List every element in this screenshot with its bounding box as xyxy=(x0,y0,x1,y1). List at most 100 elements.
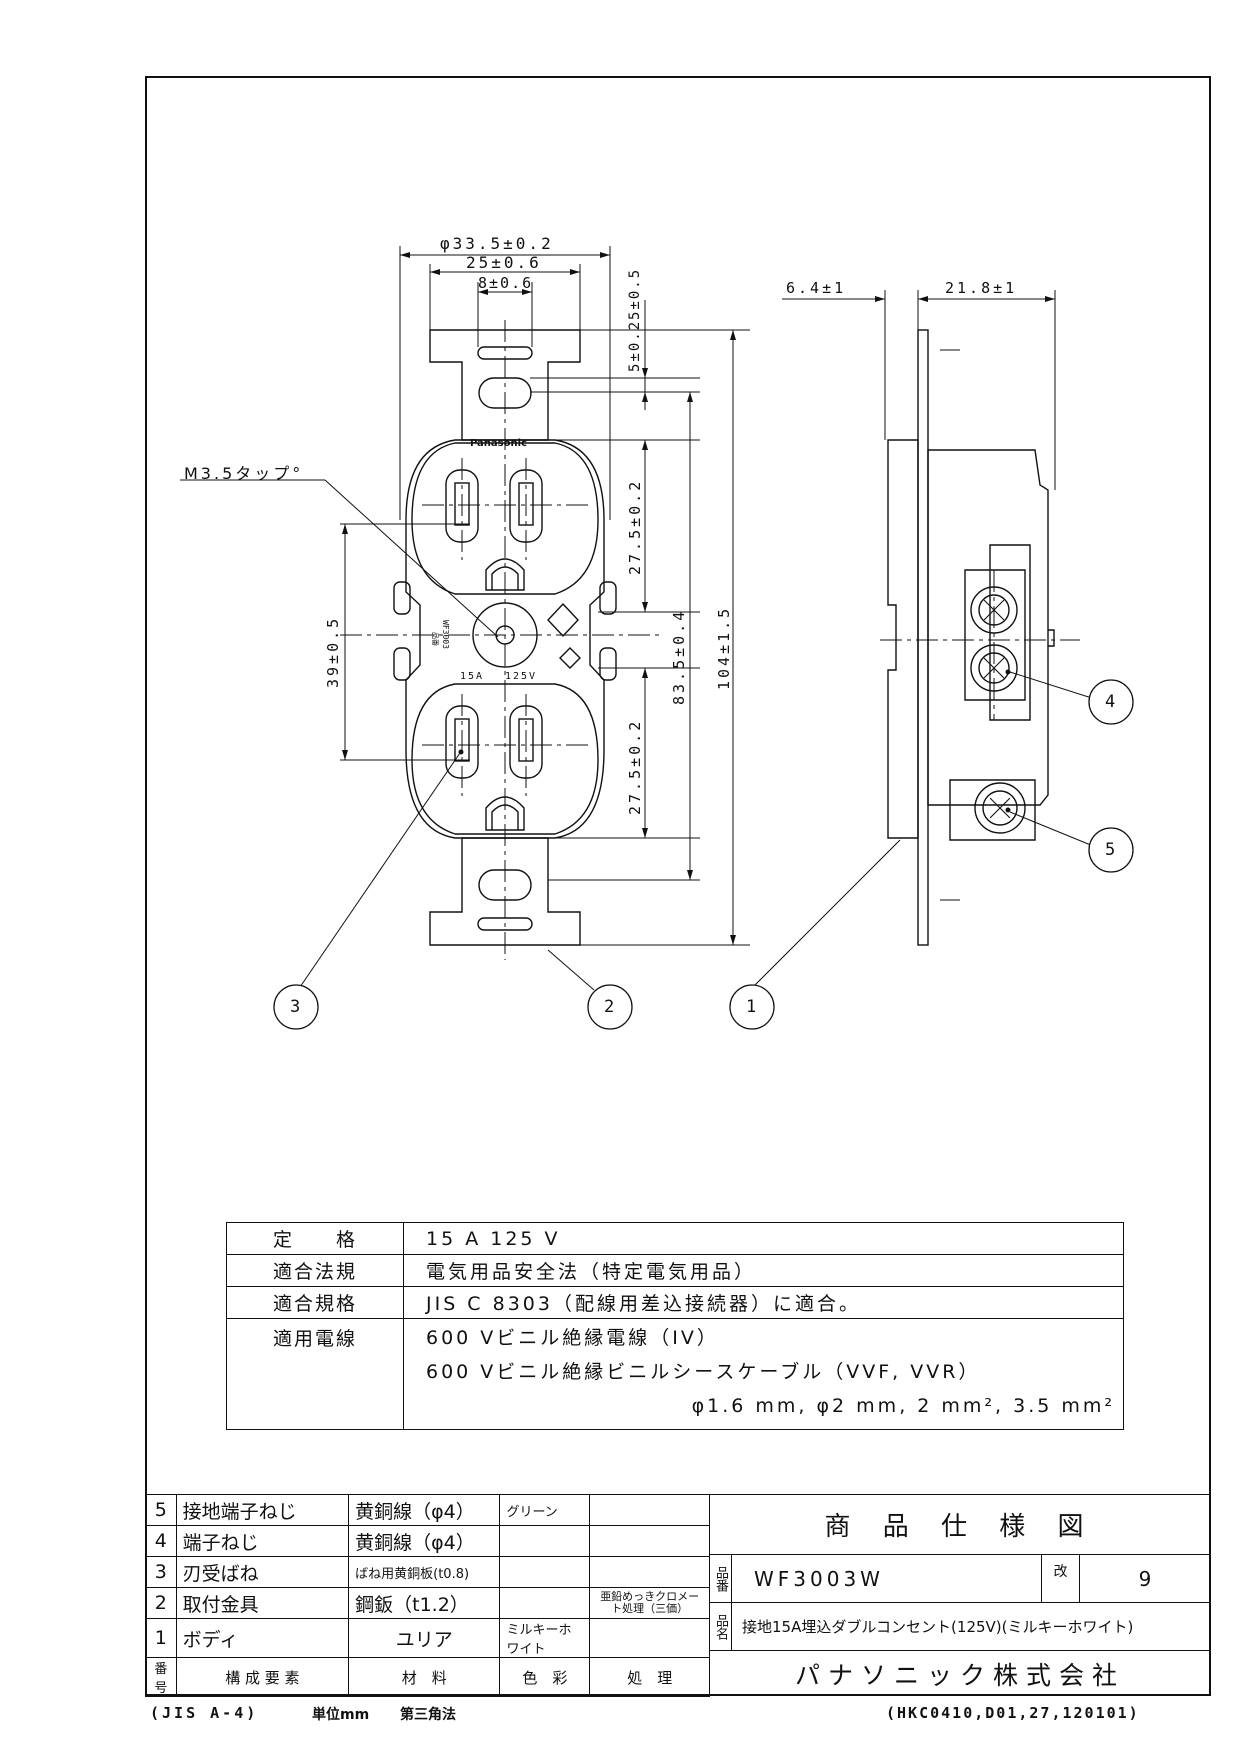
callout-5: 5 xyxy=(1105,840,1116,860)
hinmei-row: 品名 接地15A埋込ダブルコンセント(125V)(ミルキーホワイト) xyxy=(710,1603,1210,1651)
dim-mid-width: 25±0.6 xyxy=(466,253,542,272)
rating-volt: 125V xyxy=(505,671,538,682)
part-name: ボディ xyxy=(175,1618,350,1658)
footer-paper: (JIS A-4) xyxy=(150,1704,259,1722)
spec-value: 15 A 125 V xyxy=(403,1222,1124,1255)
spec-row: 定 格 15 A 125 V xyxy=(226,1222,1124,1255)
part-color: グリーン xyxy=(499,1494,591,1526)
dim-side-left: 6.4±1 xyxy=(786,279,847,297)
part-treatment xyxy=(589,1525,710,1557)
callout-4-circle xyxy=(1088,679,1134,725)
part-material: ばね用黄銅板(t0.8) xyxy=(348,1556,501,1588)
spec-row: 適用電線 600 Vビニル絶縁電線（IV） 600 Vビニル絶縁ビニルシースケー… xyxy=(226,1318,1124,1430)
header-color: 色 彩 xyxy=(499,1657,591,1697)
dim-side-right: 21.8±1 xyxy=(945,279,1018,297)
footer-projection: 第三角法 xyxy=(400,1707,456,1723)
part-treatment xyxy=(589,1556,710,1588)
parts-header-row: 番号 構 成 要 素 材 料 色 彩 処 理 xyxy=(145,1657,710,1697)
upper-ground xyxy=(485,558,525,591)
company-name: パナソニック株式会社 xyxy=(794,1661,1125,1690)
hinban-label: 品番 xyxy=(710,1555,732,1602)
part-material: 鋼鈑（t1.2） xyxy=(348,1587,501,1619)
upper-face xyxy=(411,442,599,595)
side-ground-screw xyxy=(974,782,1026,834)
hinban-row: 品番 WF3003W 改 9 xyxy=(710,1555,1210,1603)
spec-key: 適合規格 xyxy=(226,1286,404,1319)
spec-row: 適合規格 JIS C 8303（配線用差込接続器）に適合。 xyxy=(226,1286,1124,1319)
dim-face-lower: 27.5±0.2 xyxy=(626,718,644,815)
part-color xyxy=(499,1587,591,1619)
part-name: 端子ねじ xyxy=(175,1525,350,1557)
hinban-value: WF3003W xyxy=(732,1555,1042,1602)
spec-line: φ1.6 mm, φ2 mm, 2 mm², 3.5 mm² xyxy=(691,1395,1115,1417)
spec-value-multi: 600 Vビニル絶縁電線（IV） 600 Vビニル絶縁ビニルシースケーブル（VV… xyxy=(403,1318,1124,1430)
parts-row: 4 端子ねじ 黄銅線（φ4） xyxy=(145,1525,710,1557)
spec-key: 適用電線 xyxy=(226,1318,404,1430)
dim-104: 104±1.5 xyxy=(715,605,733,690)
dim-center-height: 39±0.5 xyxy=(324,615,342,688)
callout-1-circle xyxy=(729,984,775,1030)
part-color xyxy=(499,1556,591,1588)
part-treatment xyxy=(589,1494,710,1526)
part-color: ミルキーホワイト xyxy=(499,1618,591,1658)
dim-inner-width: 8±0.6 xyxy=(478,274,534,292)
spec-value: JIS C 8303（配線用差込接続器）に適合。 xyxy=(403,1286,1124,1319)
spec-row: 適合法規 電気用品安全法（特定電気用品） xyxy=(226,1254,1124,1287)
parts-row: 5 接地端子ねじ 黄銅線（φ4） グリーン xyxy=(145,1494,710,1526)
callout-2: 2 xyxy=(604,997,615,1017)
part-no: 1 xyxy=(145,1618,177,1658)
spec-key: 適合法規 xyxy=(226,1254,404,1287)
side-body xyxy=(887,439,919,839)
part-material: 黄銅線（φ4） xyxy=(348,1494,501,1526)
parts-table: 5 接地端子ねじ 黄銅線（φ4） グリーン 4 端子ねじ 黄銅線（φ4） 3 刃… xyxy=(145,1494,710,1697)
title-block: 商 品 仕 様 図 品番 WF3003W 改 9 品名 接地15A埋込ダブルコン… xyxy=(709,1494,1211,1696)
part-no: 5 xyxy=(145,1494,177,1526)
rev-label: 改 xyxy=(1042,1555,1080,1602)
brand-mark: Panasonic xyxy=(470,438,527,449)
hinmei-value: 接地15A埋込ダブルコンセント(125V)(ミルキーホワイト) xyxy=(742,1618,1134,1636)
lower-face xyxy=(411,683,599,835)
part-material: 黄銅線（φ4） xyxy=(348,1525,501,1557)
spec-table: 定 格 15 A 125 V 適合法規 電気用品安全法（特定電気用品） 適合規格… xyxy=(226,1222,1124,1430)
header-no: 番号 xyxy=(145,1657,177,1697)
part-material: ユリア xyxy=(348,1618,501,1658)
part-color xyxy=(499,1525,591,1557)
rev-value: 9 xyxy=(1138,1566,1152,1591)
dim-face-upper: 27.5±0.2 xyxy=(626,478,644,575)
hinmei-label: 品名 xyxy=(710,1603,732,1650)
hinban-mark: 品番 xyxy=(431,632,439,646)
dim-top-small: 5±0.5 xyxy=(627,267,643,320)
part-name: 取付金具 xyxy=(175,1587,350,1619)
callout-4: 4 xyxy=(1105,692,1116,712)
part-treatment xyxy=(589,1618,710,1658)
footer-unit: 単位mm xyxy=(312,1707,370,1723)
drawing-title: 商 品 仕 様 図 xyxy=(824,1512,1096,1542)
parts-row: 3 刃受ばね ばね用黄銅板(t0.8) xyxy=(145,1556,710,1588)
header-material: 材 料 xyxy=(348,1657,501,1697)
spec-line: 600 Vビニル絶縁電線（IV） xyxy=(426,1327,719,1349)
dim-outer-diameter: φ33.5±0.2 xyxy=(440,234,554,253)
spec-value: 電気用品安全法（特定電気用品） xyxy=(403,1254,1124,1287)
spec-line: 600 Vビニル絶縁ビニルシースケーブル（VVF, VVR） xyxy=(426,1361,981,1383)
dim-mount-hole: 5±0.2 xyxy=(627,319,643,372)
callout-5-circle xyxy=(1088,827,1134,873)
callout-3-circle xyxy=(273,984,319,1030)
part-treatment: 亜鉛めっきクロメート処理（三価） xyxy=(589,1587,710,1619)
header-treatment: 処 理 xyxy=(589,1657,710,1697)
model-mark: WF3003 xyxy=(441,620,450,649)
side-strap xyxy=(917,329,929,946)
lower-ground xyxy=(485,796,525,831)
callout-3: 3 xyxy=(290,997,301,1017)
callout-2-circle xyxy=(587,984,633,1030)
side-housing xyxy=(927,449,1049,806)
dim-83: 83.5±0.4 xyxy=(670,608,688,705)
footer-code: (HKC0410,D01,27,120101) xyxy=(886,1704,1140,1722)
part-name: 刃受ばね xyxy=(175,1556,350,1588)
spec-key: 定 格 xyxy=(226,1222,404,1255)
company-row: パナソニック株式会社 xyxy=(710,1651,1210,1697)
header-name: 構 成 要 素 xyxy=(175,1657,350,1697)
rating-amp: 15A xyxy=(460,671,485,682)
part-no: 4 xyxy=(145,1525,177,1557)
parts-row: 1 ボディ ユリア ミルキーホワイト xyxy=(145,1618,710,1658)
